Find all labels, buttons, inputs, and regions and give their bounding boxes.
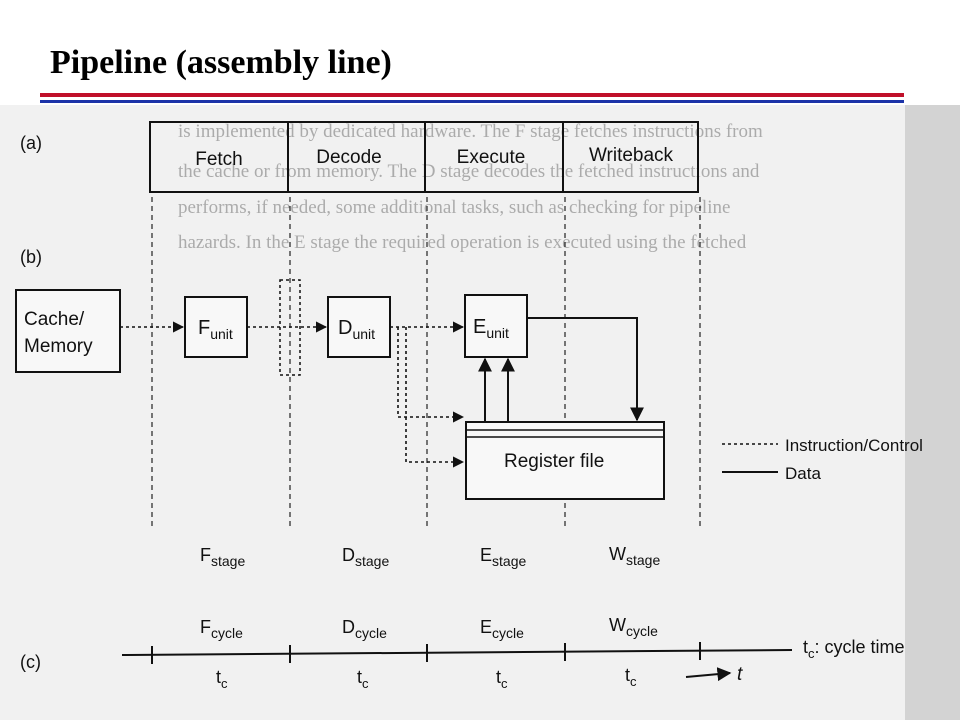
e-stage-label: Estage: [480, 545, 526, 569]
time-arrow-label: t: [737, 664, 743, 685]
title-underline-blue: [40, 100, 904, 103]
title-underline-red: [40, 93, 904, 97]
stage-writeback: Writeback: [589, 145, 674, 166]
d-stage-label: Dstage: [342, 545, 389, 569]
cache-label: Cache/: [24, 309, 85, 330]
stage-fetch: Fetch: [195, 149, 243, 170]
cycle-labels: Fcycle Dcycle Ecycle Wcycle: [200, 615, 658, 641]
panel-label-c: (c): [20, 652, 41, 672]
d-unit-label: Dunit: [338, 317, 375, 342]
data-flow-arrows: [478, 317, 644, 422]
legend-data: Data: [785, 464, 821, 483]
page-title: Pipeline (assembly line): [50, 44, 392, 81]
pipeline-figure: is implemented by dedicated hardware. Th…: [0, 105, 960, 720]
stage-bar: Fetch Decode Execute Writeback: [149, 121, 699, 193]
d-unit-box: Dunit: [327, 296, 391, 358]
stage-execute: Execute: [457, 147, 526, 168]
time-axis: [121, 642, 793, 664]
bleed-through-text: is implemented by dedicated hardware. Th…: [178, 121, 763, 253]
panel-label-a: (a): [20, 133, 42, 153]
legend-control: Instruction/Control: [785, 436, 923, 455]
bleed-line: the cache or from memory. The D stage de…: [178, 161, 760, 182]
f-unit-box: Funit: [184, 296, 248, 358]
scan-background: [0, 105, 960, 720]
cycle-time-label: tc: cycle time: [803, 637, 905, 661]
register-file-label: Register file: [504, 451, 604, 472]
stage-labels: Fstage Dstage Estage Wstage: [200, 544, 660, 569]
stage-decode: Decode: [316, 147, 382, 168]
bleed-line: performs, if needed, some additional tas…: [178, 197, 730, 218]
w-stage-label: Wstage: [609, 544, 660, 568]
cache-memory-box: Cache/ Memory: [15, 289, 121, 373]
w-cycle-label: Wcycle: [609, 615, 658, 639]
bleed-line: is implemented by dedicated hardware. Th…: [178, 121, 763, 142]
stage-boundary-lines: [151, 197, 701, 527]
control-flow-arrows: [120, 321, 465, 468]
panel-label-b: (b): [20, 247, 42, 267]
d-cycle-label: Dcycle: [342, 617, 387, 641]
f-stage-label: Fstage: [200, 545, 245, 569]
tc-label: tc: [496, 667, 508, 691]
f-unit-label: Funit: [198, 317, 233, 342]
e-unit-label: Eunit: [473, 316, 509, 341]
legend: Instruction/Control Data: [722, 436, 923, 483]
scan-right-shadow: [905, 105, 960, 720]
time-arrow: [685, 667, 732, 682]
e-cycle-label: Ecycle: [480, 617, 524, 641]
cycle-period-labels: tc tc tc tc: [216, 665, 637, 691]
memory-label: Memory: [24, 336, 93, 357]
bleed-line: hazards. In the E stage the required ope…: [178, 232, 747, 253]
tc-label: tc: [625, 665, 637, 689]
e-unit-box: Eunit: [464, 294, 528, 358]
f-cycle-label: Fcycle: [200, 617, 243, 641]
register-file: Register file: [465, 421, 665, 500]
tc-label: tc: [357, 667, 369, 691]
tc-label: tc: [216, 667, 228, 691]
